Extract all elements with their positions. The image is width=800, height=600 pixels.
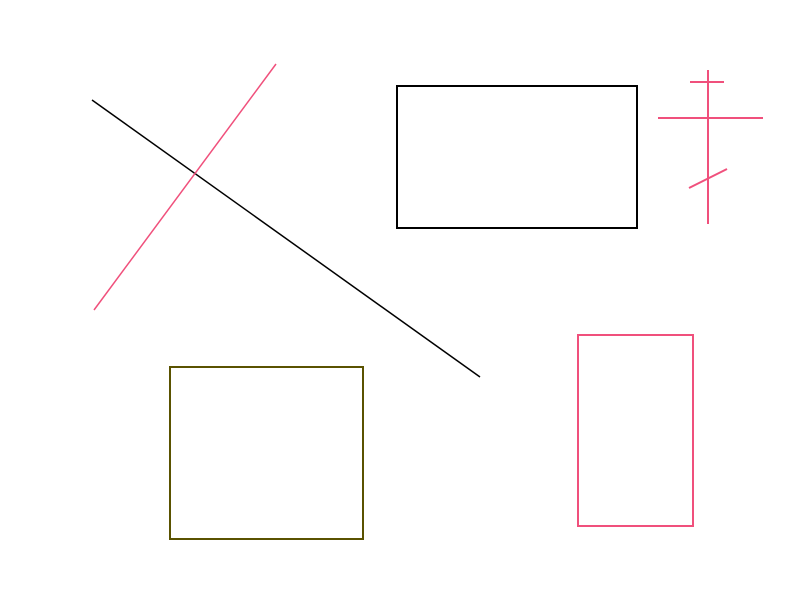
black-diagonal-line[interactable] (91, 99, 481, 378)
pink-diagonal-line[interactable] (93, 63, 277, 311)
pink-cross-symbol[interactable] (658, 70, 763, 224)
olive-rectangle[interactable] (169, 366, 364, 540)
black-rectangle[interactable] (396, 85, 638, 229)
cross-slanted-bar (688, 168, 728, 189)
pink-rectangle[interactable] (577, 334, 694, 527)
